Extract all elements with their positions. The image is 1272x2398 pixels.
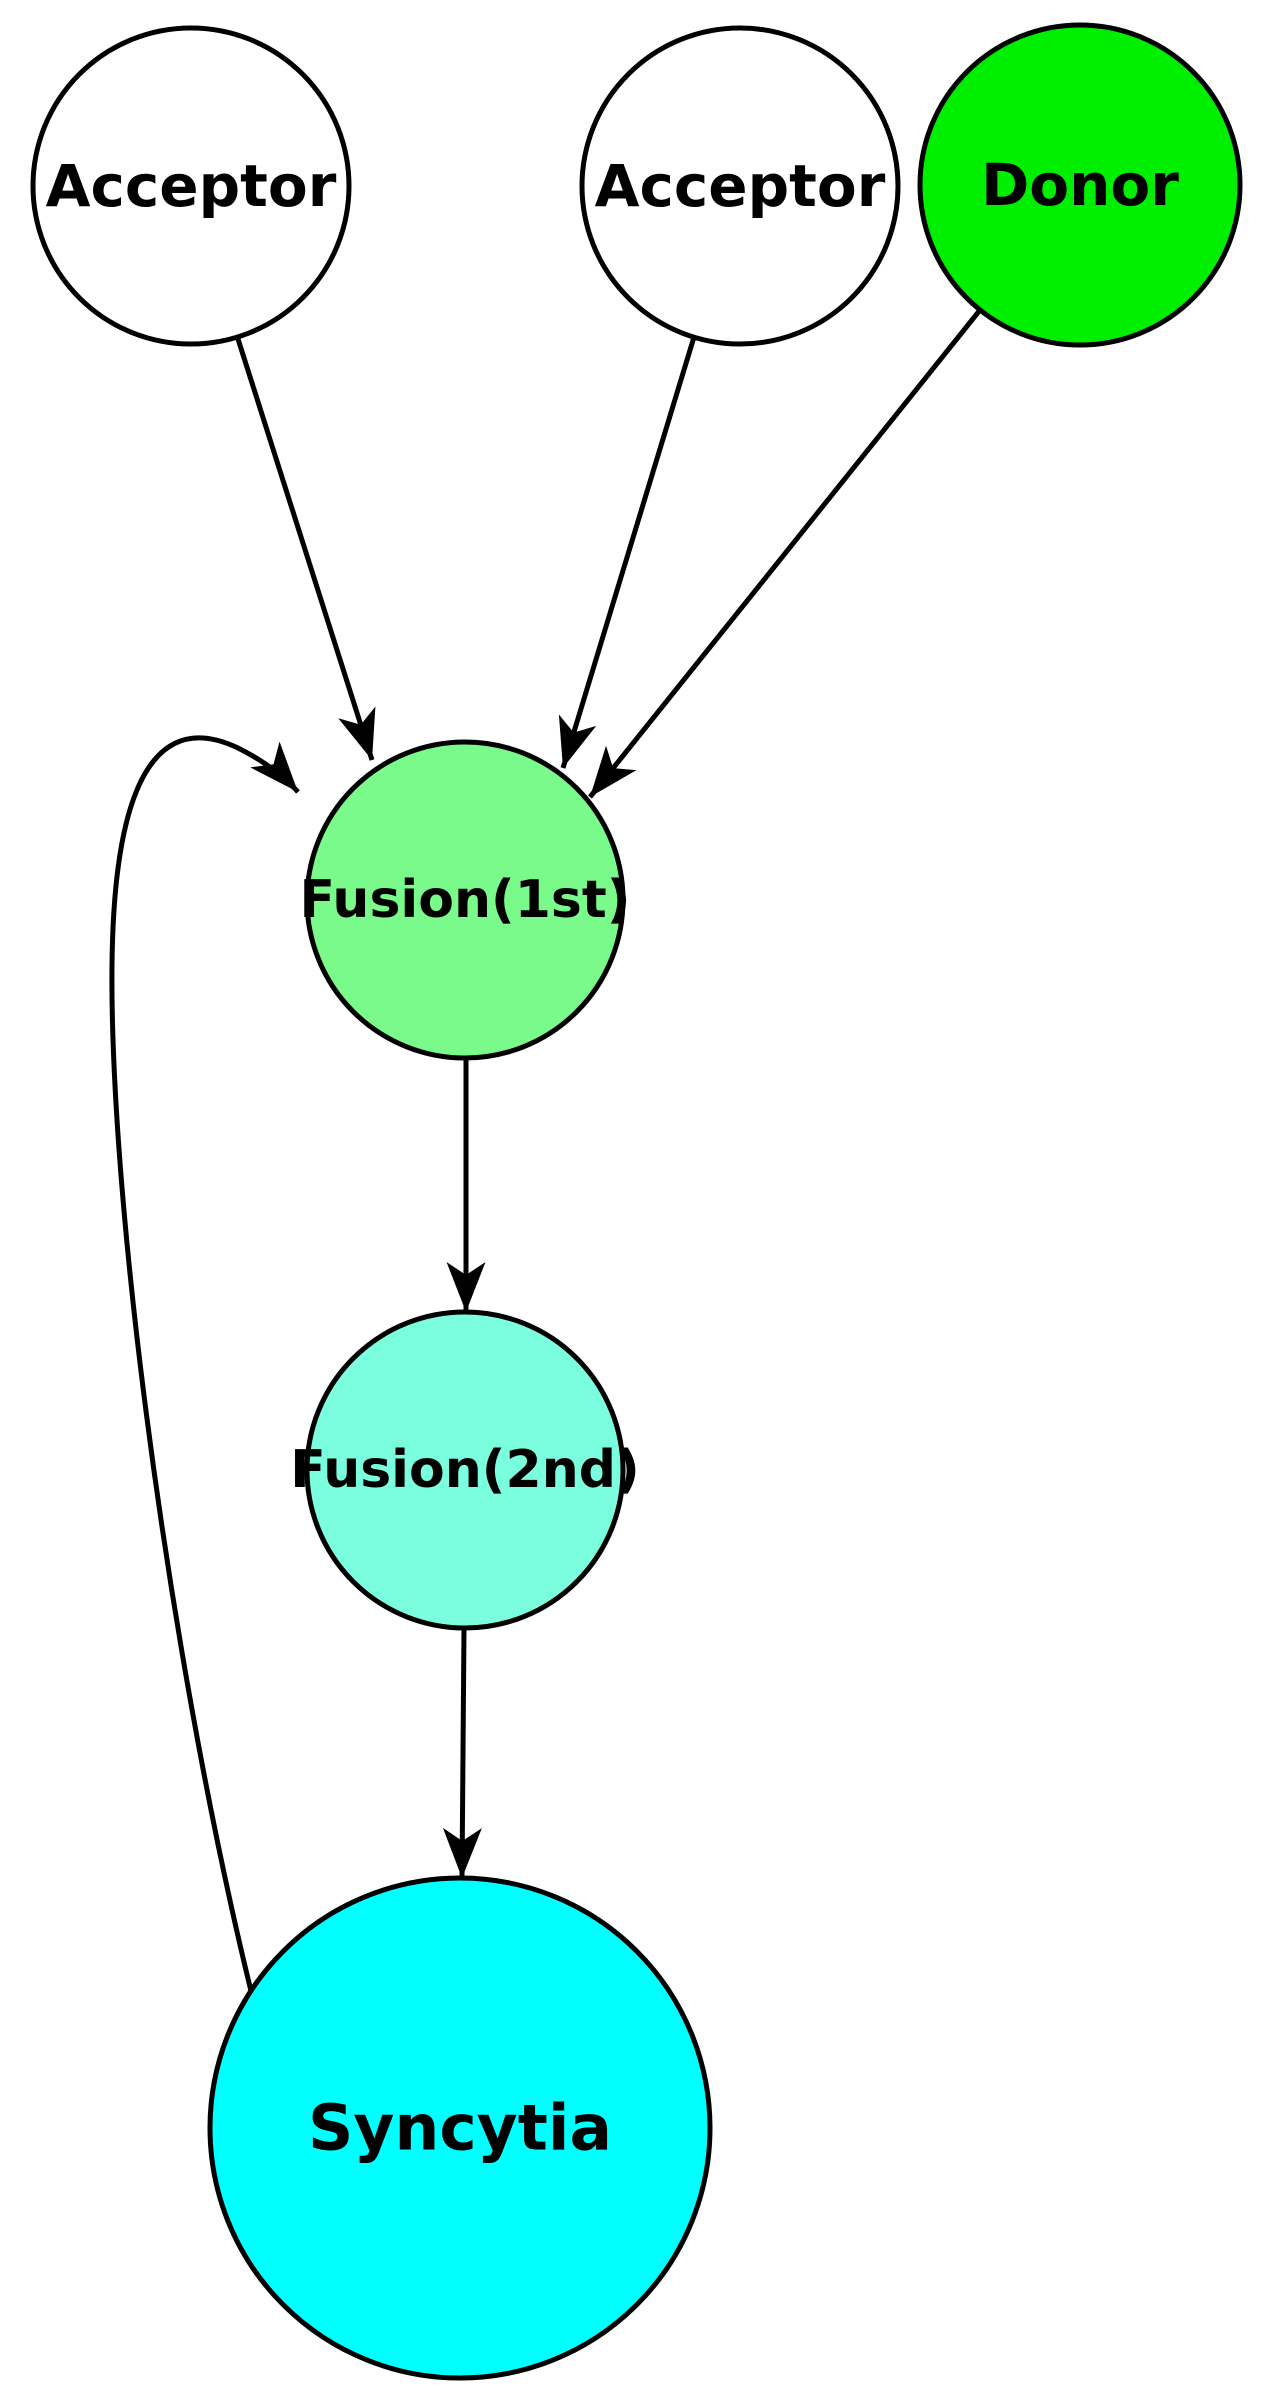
node-fusion-2nd-circle [304,1309,626,1631]
node-syncytia-circle [207,1875,713,2381]
node-fusion-1st-circle [304,739,626,1061]
node-donor-circle [917,22,1243,348]
node-acceptor-2: Acceptor [579,25,901,347]
node-acceptor-1: Acceptor [30,25,352,347]
edge-donor-to-fusion1 [588,308,982,799]
node-donor: Donor [917,22,1243,348]
edge-fusion2-to-syncytia [442,1627,482,1879]
node-acceptor-1-label: Acceptor [46,152,337,220]
node-fusion-2nd-label: Fusion(2nd) [290,1440,639,1500]
node-acceptor-2-circle [579,25,901,347]
node-acceptor-1-circle [30,25,352,347]
node-donor-label: Donor [981,151,1179,219]
edge-acceptor1-to-fusion1 [235,338,376,761]
node-syncytia: Syncytia [207,1875,713,2381]
node-fusion-1st-label: Fusion(1st) [300,870,631,930]
node-syncytia-label: Syncytia [308,2092,612,2165]
node-fusion-1st: Fusion(1st) [300,739,631,1061]
edge-syncytia-to-fusion1-feedback-loop [109,735,300,1992]
edges-layer [109,308,982,1992]
edge-acceptor2-to-fusion1 [558,336,697,769]
node-fusion-2nd: Fusion(2nd) [290,1309,640,1631]
node-acceptor-2-label: Acceptor [595,152,886,220]
